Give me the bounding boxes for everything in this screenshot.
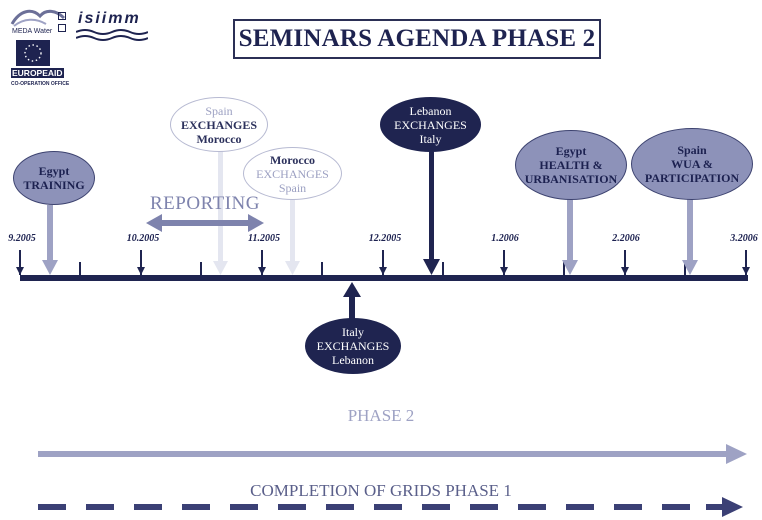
italy-lebanon-arrow <box>343 282 361 321</box>
spain-wua-bubble: Spain WUA & PARTICIPATION <box>631 128 753 200</box>
egypt-training-arrow <box>42 205 58 275</box>
event-to: Italy <box>419 131 442 146</box>
page-title: SEMINARS AGENDA PHASE 2 <box>233 19 601 59</box>
event-from: Lebanon <box>409 103 452 118</box>
morocco-spain-bubble: Morocco EXCHANGES Spain <box>243 147 342 200</box>
phase2-arrow <box>38 444 747 464</box>
cooperation-office-label: CO-OPERATION OFFICE <box>11 81 70 87</box>
event-topic: EXCHANGES <box>394 117 467 132</box>
timeline-bar <box>20 275 748 281</box>
date-label: 10.2005 <box>126 233 160 244</box>
date-label: 3.2006 <box>730 233 758 244</box>
date-label: 9.2005 <box>8 233 36 244</box>
egypt-health-arrow <box>562 198 578 275</box>
event-topic: TRAINING <box>23 178 85 192</box>
event-topic: URBANISATION <box>524 172 618 186</box>
morocco-spain-arrow <box>285 198 300 275</box>
event-topic: WUA & <box>671 157 713 171</box>
event-from: Spain <box>205 103 233 118</box>
lebanon-italy-arrow <box>423 150 440 275</box>
event-topic: EXCHANGES <box>180 117 257 132</box>
meda-water-logo <box>10 9 66 27</box>
spain-wua-arrow <box>682 198 698 275</box>
event-from: Italy <box>342 325 364 339</box>
event-from: Morocco <box>269 152 316 167</box>
event-country: Egypt <box>38 164 70 178</box>
event-topic: EXCHANGES <box>256 166 329 181</box>
event-topic: PARTICIPATION <box>644 171 740 185</box>
europeaid-label: EUROPEAID <box>11 68 64 78</box>
date-label: 11.2005 <box>248 233 280 244</box>
connector-squares <box>58 12 66 32</box>
reporting-label: REPORTING <box>150 193 260 214</box>
logo-area: MEDA Water isiimm EUROPEAID CO-OPERATION… <box>8 6 158 98</box>
italy-lebanon-bubble: Italy EXCHANGES Lebanon <box>305 318 401 374</box>
phase2-label: PHASE 2 <box>347 406 415 425</box>
event-to: Morocco <box>196 131 242 146</box>
spain-morocco-arrow <box>213 150 228 275</box>
isiimm-logo: isiimm <box>78 10 141 27</box>
egypt-training-bubble: Egypt TRAINING <box>13 151 95 205</box>
reporting-arrow <box>146 214 264 232</box>
date-label: 12.2005 <box>368 233 402 244</box>
event-to: Lebanon <box>332 353 374 367</box>
spain-morocco-bubble: Spain EXCHANGES Morocco <box>170 97 268 152</box>
completion-arrow <box>38 497 743 517</box>
event-country: Spain <box>677 143 707 157</box>
isiimm-waves-icon <box>76 29 148 41</box>
egypt-health-bubble: Egypt HEALTH & URBANISATION <box>515 130 627 200</box>
lebanon-italy-bubble: Lebanon EXCHANGES Italy <box>380 97 481 152</box>
meda-water-label: MEDA Water <box>12 28 53 35</box>
event-topic: HEALTH & <box>539 158 603 172</box>
date-label: 1.2006 <box>491 233 519 244</box>
completion-label: COMPLETION OF GRIDS PHASE 1 <box>250 481 512 500</box>
event-country: Egypt <box>555 144 587 158</box>
event-to: Spain <box>278 180 307 195</box>
eu-flag-icon <box>16 40 50 66</box>
month-ticks <box>16 250 750 275</box>
event-topic: EXCHANGES <box>316 339 390 353</box>
date-label: 2.2006 <box>612 233 640 244</box>
